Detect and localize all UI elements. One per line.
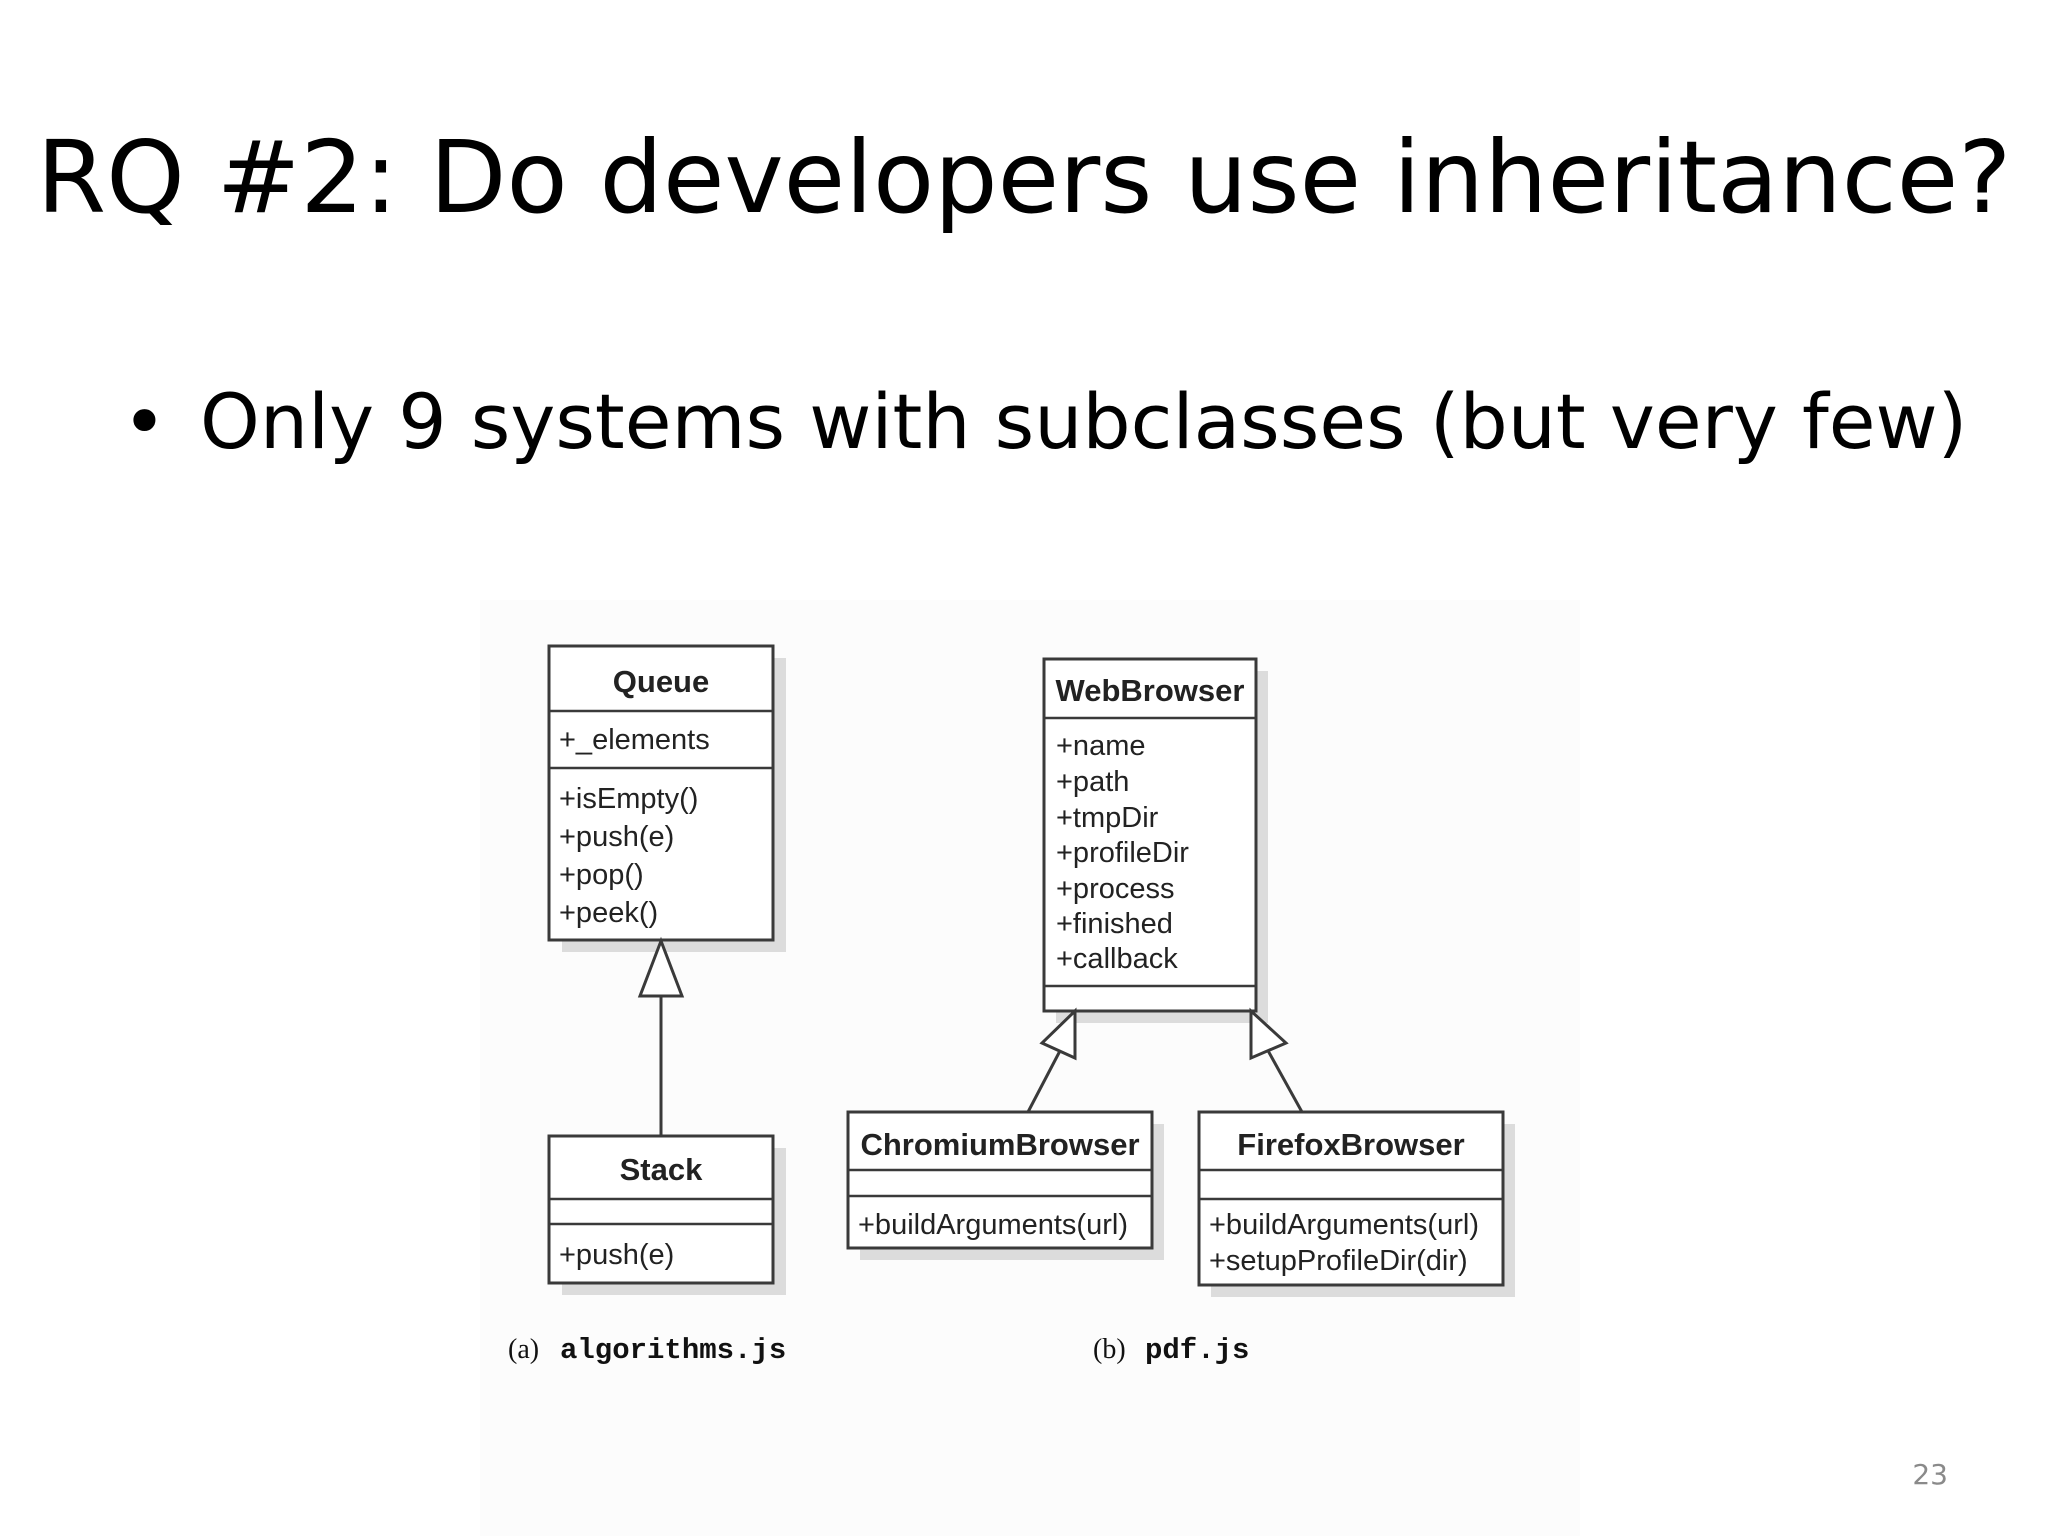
queue-method: +push(e) <box>559 821 674 853</box>
queue-name: Queue <box>613 664 709 699</box>
webbrowser-attribute: +name <box>1056 730 1145 762</box>
webbrowser-attribute: +process <box>1056 873 1174 905</box>
page-number: 23 <box>1912 1458 1948 1491</box>
chromium-box <box>846 1110 1154 1250</box>
class-firefoxbrowser: FirefoxBrowser +buildArguments(url) +set… <box>1197 1110 1515 1297</box>
queue-method: +peek() <box>559 897 658 929</box>
caption-a: (a) algorithms.js <box>508 1334 786 1367</box>
chromium-name: ChromiumBrowser <box>860 1127 1139 1162</box>
caption-b-file: pdf.js <box>1145 1334 1249 1367</box>
stack-box <box>547 1134 775 1285</box>
inheritance-line <box>1026 1046 1064 1113</box>
inheritance-line <box>1264 1046 1304 1113</box>
slide-title: RQ #2: Do developers use inheritance? <box>36 119 2012 236</box>
queue-method: +isEmpty() <box>559 783 698 815</box>
inheritance-arrowhead <box>1249 1007 1289 1061</box>
stack-method: +push(e) <box>559 1239 674 1271</box>
caption-b-label: (b) <box>1093 1334 1126 1365</box>
queue-box <box>547 644 775 942</box>
caption-a-label: (a) <box>508 1334 539 1365</box>
class-webbrowser: WebBrowser +name +path +tmpDir +profileD… <box>1042 657 1268 1023</box>
webbrowser-attribute: +finished <box>1056 908 1173 940</box>
inheritance-firefox-webbrowser <box>1249 1007 1304 1113</box>
inheritance-stack-queue <box>637 936 685 1136</box>
chromium-method: +buildArguments(url) <box>858 1209 1128 1241</box>
inheritance-arrowhead <box>1039 1007 1077 1061</box>
caption-b: (b) pdf.js <box>1093 1334 1249 1367</box>
class-stack: Stack +push(e) <box>547 1134 786 1295</box>
firefox-method: +setupProfileDir(dir) <box>1209 1245 1468 1277</box>
firefox-name: FirefoxBrowser <box>1237 1127 1464 1162</box>
bullet-item: •Only 9 systems with subclasses (but ver… <box>122 384 1967 460</box>
caption-a-file: algorithms.js <box>560 1334 786 1367</box>
webbrowser-attribute: +callback <box>1056 943 1178 975</box>
webbrowser-name: WebBrowser <box>1056 673 1245 708</box>
class-chromiumbrowser: ChromiumBrowser +buildArguments(url) <box>846 1110 1164 1260</box>
bullet-text: Only 9 systems with subclasses (but very… <box>200 377 1968 466</box>
class-queue: Queue +_elements +isEmpty() +push(e) +po… <box>547 644 786 952</box>
webbrowser-attribute: +tmpDir <box>1056 802 1159 834</box>
firefox-method: +buildArguments(url) <box>1209 1209 1479 1241</box>
inheritance-arrowhead <box>637 936 685 998</box>
bullet-marker: • <box>122 377 167 466</box>
webbrowser-attribute: +profileDir <box>1056 837 1189 869</box>
queue-attribute: +_elements <box>559 724 710 756</box>
inheritance-chromium-webbrowser <box>1026 1007 1077 1113</box>
webbrowser-attribute: +path <box>1056 766 1129 798</box>
queue-method: +pop() <box>559 859 644 891</box>
stack-name: Stack <box>620 1152 703 1187</box>
